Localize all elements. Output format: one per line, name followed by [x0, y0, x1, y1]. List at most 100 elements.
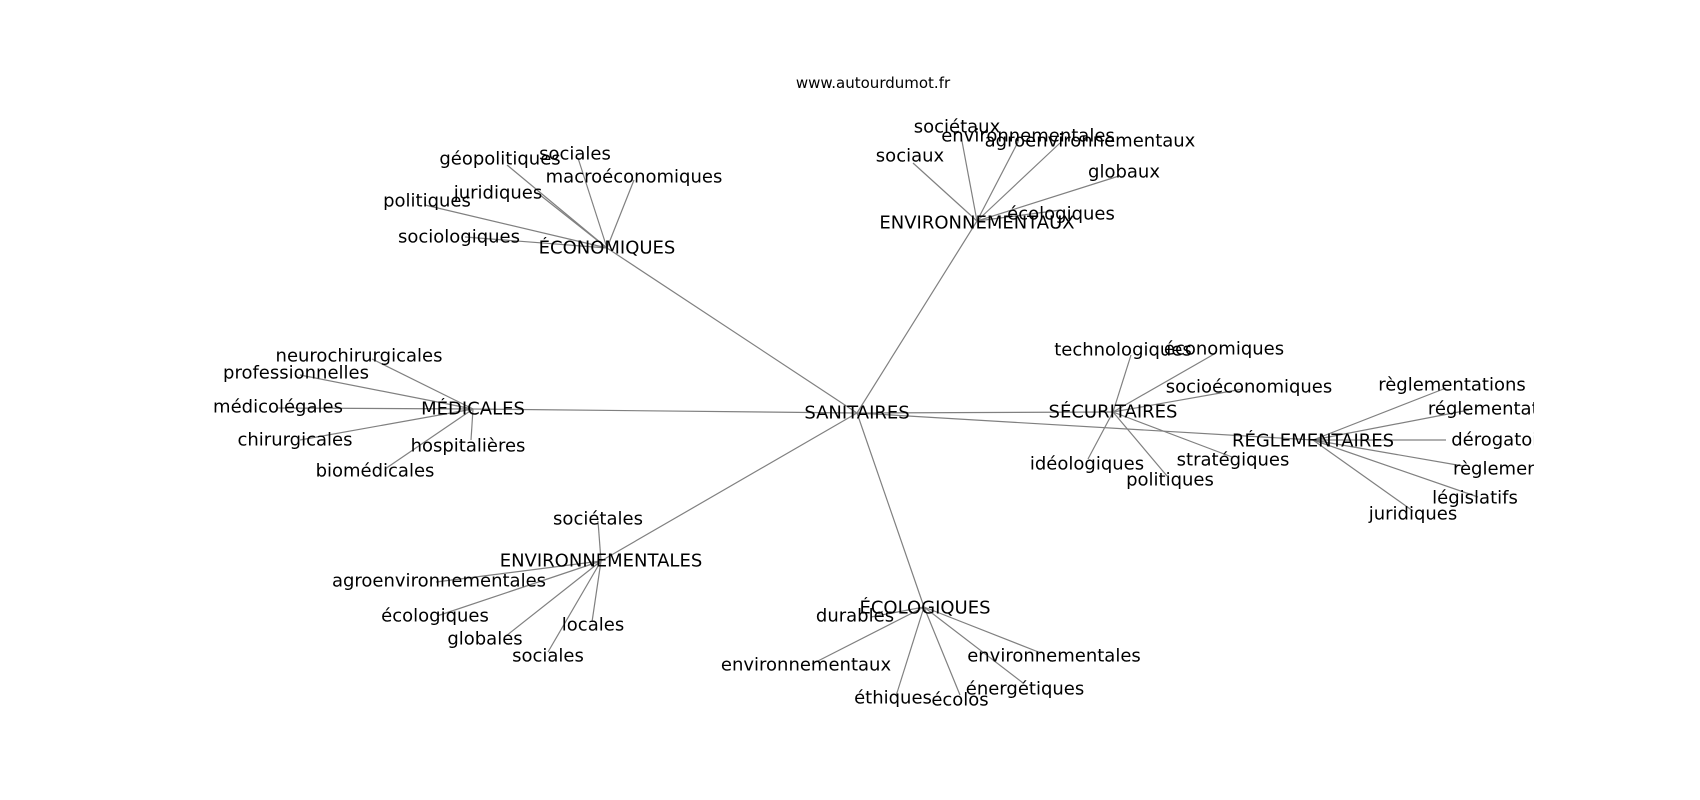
edge-medicales-med_chirurgicales — [299, 408, 474, 441]
node-label-sanitaires: SANITAIRES — [804, 403, 909, 424]
node-label-ecol_durables: durables — [816, 606, 894, 627]
edge-ecologiques-ecol_environnementaux — [811, 606, 925, 665]
edge-medicales-med_professionnelles — [299, 374, 474, 410]
node-label-sec_politiques: politiques — [1126, 470, 1214, 491]
node-label-eco_sociales: sociales — [539, 144, 611, 165]
node-label-env_societaux: sociétaux — [914, 117, 1001, 138]
edge-sanitaires-reglementaires — [856, 412, 1314, 441]
edge-securitaires-sec_technologiques — [1112, 354, 1132, 413]
node-label-reg_reglementation: réglementation — [1428, 399, 1566, 420]
node-label-med_professionnelles: professionnelles — [223, 363, 369, 384]
node-label-sec_economiques: économiques — [1164, 339, 1284, 360]
edge-sanitaires-economiques — [606, 247, 858, 414]
edge-environnementales-envl_agroenvironnementales — [435, 560, 602, 583]
node-label-env_globaux: globaux — [1088, 162, 1160, 183]
edge-sanitaires-environnementaux — [856, 220, 978, 414]
node-label-reglementaires: RÉGLEMENTAIRES — [1232, 430, 1394, 452]
edge-medicales-med_medicolegales — [277, 407, 474, 410]
edge-medicales-med_hospitalieres — [470, 408, 474, 441]
edge-economiques-eco_sociologiques — [464, 236, 608, 249]
edge-medicales-med_neurochirurgicales — [371, 358, 474, 410]
edge-securitaires-sec_politiques — [1112, 411, 1168, 477]
node-label-sec_socioeconomiques: socioéconomiques — [1166, 377, 1333, 398]
node-label-med_hospitalieres: hospitalières — [411, 436, 526, 457]
node-label-med_biomedicales: biomédicales — [316, 461, 435, 482]
node-label-envl_locales: locales — [562, 615, 624, 636]
edge-reglementaires-reg_reglementation — [1312, 409, 1470, 441]
node-label-ecol_ecolos: écolos — [931, 690, 988, 711]
node-label-sec_ideologiques: idéologiques — [1030, 454, 1144, 475]
node-label-eco_politiques: politiques — [383, 191, 471, 212]
edge-environnementaux-env_sociaux — [912, 162, 978, 222]
node-label-ecol_environnementaux: environnementaux — [721, 655, 892, 676]
edge-sanitaires-medicales — [472, 408, 858, 414]
node-label-eco_geopolitiques: géopolitiques — [439, 149, 560, 170]
node-label-reg_derogatoires: dérogatoires — [1451, 430, 1565, 451]
node-label-eco_macroeconomiques: macroéconomiques — [546, 167, 723, 188]
edge-economiques-eco_politiques — [424, 204, 608, 249]
edge-environnementaux-env_environnementales — [976, 141, 1019, 222]
edges-layer — [277, 135, 1479, 697]
node-label-envl_sociales: sociales — [512, 646, 584, 667]
node-label-med_medicolegales: médicolégales — [213, 397, 343, 418]
edge-ecologiques-ecol_environnementales — [923, 606, 1042, 654]
node-label-environnementales: ENVIRONNEMENTALES — [500, 551, 703, 572]
edge-economiques-eco_macroeconomiques — [606, 179, 635, 249]
node-label-reg_legislatifs: législatifs — [1432, 488, 1518, 509]
edge-environnementales-envl_globales — [505, 560, 602, 637]
node-label-economiques: ÉCONOMIQUES — [539, 237, 676, 259]
edge-medicales-med_biomedicales — [384, 408, 474, 470]
labels-layer: SANITAIRESÉCONOMIQUESgéopolitiquessocial… — [213, 117, 1566, 711]
node-label-reg_reglementations: règlementations — [1378, 375, 1526, 396]
node-label-envl_ecologiques: écologiques — [381, 606, 489, 627]
node-label-env_agroenvironnementaux: agroenvironnementaux — [985, 131, 1196, 152]
edge-ecologiques-ecol_ecolos — [923, 606, 961, 696]
node-label-ecol_ethiques: éthiques — [854, 688, 932, 709]
node-label-medicales: MÉDICALES — [421, 398, 525, 420]
edge-reglementaires-reg_reglementations — [1312, 387, 1447, 441]
edge-ecologiques-ecol_ethiques — [895, 606, 925, 697]
node-label-env_environnementales: environnementales — [941, 126, 1115, 147]
edge-ecologiques-ecol_energetiques — [923, 606, 1024, 684]
edge-reglementaires-reg_legislatifs — [1312, 439, 1479, 498]
node-label-ecologiques: ÉCOLOGIQUES — [859, 597, 990, 619]
node-label-env_sociaux: sociaux — [876, 146, 945, 167]
edge-sanitaires-environnementales — [600, 412, 858, 562]
node-label-envl_societales: sociétales — [553, 509, 643, 530]
edge-environnementales-envl_sociales — [547, 560, 602, 653]
edge-reglementaires-reg_reglements — [1312, 439, 1464, 467]
node-label-envl_globales: globales — [447, 629, 522, 650]
node-label-ecol_energetiques: énergétiques — [966, 679, 1085, 700]
node-label-envl_agroenvironnementales: agroenvironnementales — [332, 571, 546, 592]
edge-environnementales-envl_societales — [597, 520, 602, 562]
edge-reglementaires-reg_juridiques — [1312, 439, 1414, 512]
edge-sanitaires-securitaires — [856, 411, 1114, 414]
edge-sanitaires-ecologiques — [856, 412, 925, 608]
node-label-med_neurochirurgicales: neurochirurgicales — [276, 346, 443, 367]
edge-environnementaux-env_ecologiques — [976, 209, 1062, 222]
source-url: www.autourdumot.fr — [796, 74, 951, 92]
node-label-reg_juridiques: juridiques — [1368, 504, 1458, 525]
node-label-eco_juridiques: juridiques — [453, 183, 543, 204]
edge-environnementaux-env_societaux — [960, 135, 978, 222]
node-label-sec_technologiques: technologiques — [1054, 340, 1192, 361]
node-label-reg_reglements: règlements — [1453, 459, 1555, 480]
edge-economiques-eco_juridiques — [539, 194, 608, 249]
edge-ecologiques-ecol_durables — [870, 606, 925, 618]
node-label-environnementaux: ENVIRONNEMENTAUX — [879, 213, 1074, 234]
node-label-securitaires: SÉCURITAIRES — [1049, 401, 1178, 423]
edge-securitaires-sec_economiques — [1112, 352, 1217, 413]
edge-environnementaux-env_agroenvironnementaux — [976, 142, 1061, 222]
edge-securitaires-sec_ideologiques — [1087, 411, 1114, 460]
node-label-env_ecologiques: écologiques — [1007, 204, 1115, 225]
edge-environnementales-envl_ecologiques — [436, 560, 602, 617]
edge-economiques-eco_sociales — [577, 157, 608, 249]
edge-environnementales-envl_locales — [591, 560, 602, 623]
edge-securitaires-sec_socioeconomiques — [1112, 388, 1244, 413]
edge-securitaires-sec_strategiques — [1112, 411, 1233, 458]
node-label-med_chirurgicales: chirurgicales — [237, 430, 352, 451]
node-label-eco_sociologiques: sociologiques — [398, 227, 520, 248]
edge-environnementaux-env_globaux — [976, 175, 1120, 222]
node-label-ecol_environnementales: environnementales — [967, 646, 1141, 667]
